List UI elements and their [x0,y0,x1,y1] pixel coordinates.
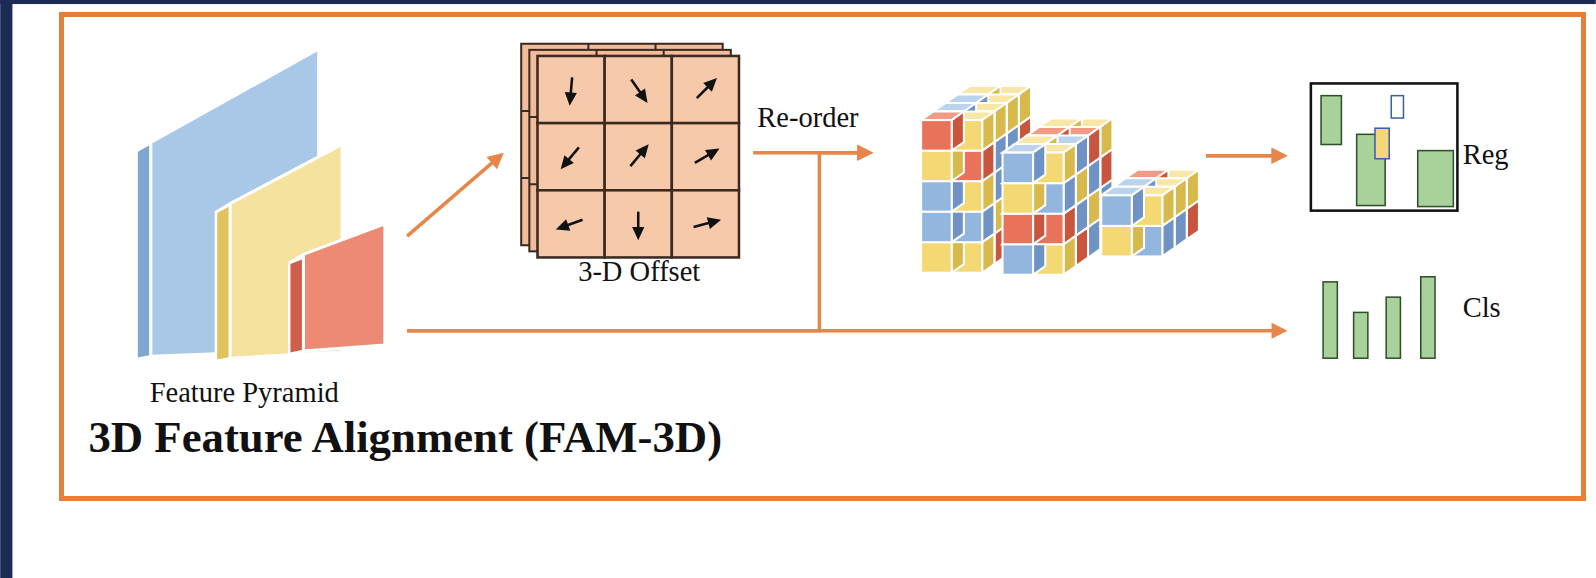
feature-pyramid-figure [137,49,385,361]
node-label: 3-D Offset [578,256,700,289]
flow-arrow [407,145,1287,331]
node-label: Feature Pyramid [150,377,339,410]
arrow-head [1272,148,1288,164]
side-strip [0,0,12,578]
node-label: Reg [1463,139,1509,172]
feature-pyramid-box: Feature Pyramid [107,41,407,416]
classification-bars-figure [1323,277,1435,358]
regression-boxes-figure [1311,83,1458,210]
arrow-line [1206,154,1273,158]
regression-box: Reg [1288,76,1537,219]
top-strip [0,0,1596,4]
edge-label: Re-order [755,102,860,135]
arrow-head [857,145,873,161]
offset-box: 3-D Offset [504,41,753,296]
arrow-head [486,153,503,170]
flow-arrow [407,153,504,236]
flow-arrow [407,323,1287,339]
arrow-head [1272,323,1288,339]
classification-box: Cls [1288,267,1537,369]
offset-grid-figure [521,44,739,258]
module-frame: 3D Feature Alignment (FAM-3D)Feature Pyr… [59,12,1586,501]
arrow-head [857,145,873,161]
reordered-cubes-figure [921,86,1199,275]
arrow-line [407,162,493,236]
arrow-line [407,329,1273,333]
arrow-line [1206,154,1273,158]
arrow-line [407,153,859,331]
arrow-head [1272,148,1288,164]
node-label: Cls [1463,292,1501,325]
module-title: 3D Feature Alignment (FAM-3D) [88,412,722,463]
